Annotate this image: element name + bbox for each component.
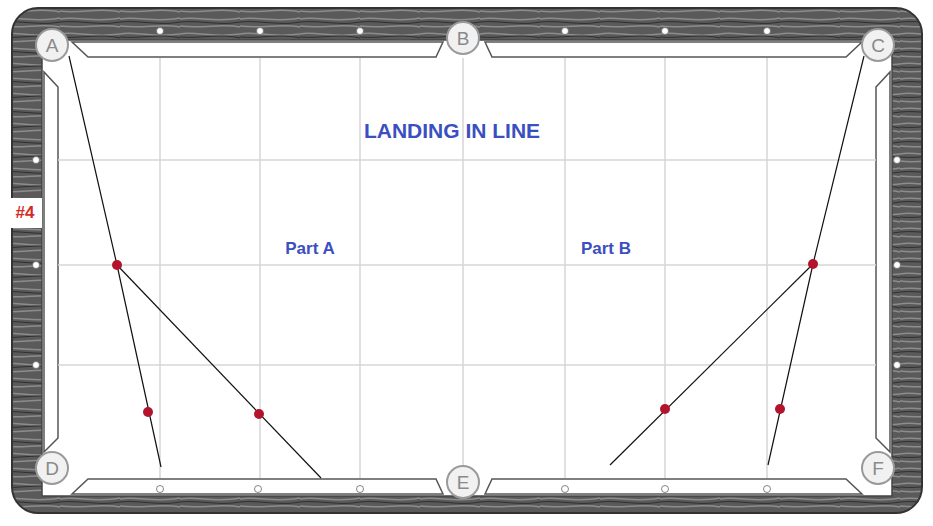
pocket: A	[35, 28, 69, 62]
part-label: Part B	[581, 239, 631, 259]
shot-lines	[69, 56, 864, 478]
diagram-title: LANDING IN LINE	[364, 119, 540, 143]
pocket: B	[446, 21, 480, 55]
pocket-letter: B	[457, 29, 470, 48]
pocket: C	[861, 28, 895, 62]
part-label: Part A	[285, 239, 334, 259]
pocket-letter: C	[871, 36, 885, 55]
felt	[42, 40, 892, 496]
pocket-letter: F	[872, 459, 884, 478]
cushions	[44, 42, 890, 494]
balls	[112, 259, 818, 419]
grid	[58, 58, 876, 478]
pocket-letter: E	[457, 473, 470, 492]
pocket-letter: D	[45, 459, 59, 478]
rail	[12, 8, 922, 513]
pocket-letter: A	[46, 36, 59, 55]
pocket: E	[446, 465, 480, 499]
pocket: D	[35, 451, 69, 485]
pocket: F	[861, 451, 895, 485]
diamonds	[33, 28, 901, 493]
drill-number: #4	[14, 202, 37, 224]
label-patch	[8, 198, 42, 228]
